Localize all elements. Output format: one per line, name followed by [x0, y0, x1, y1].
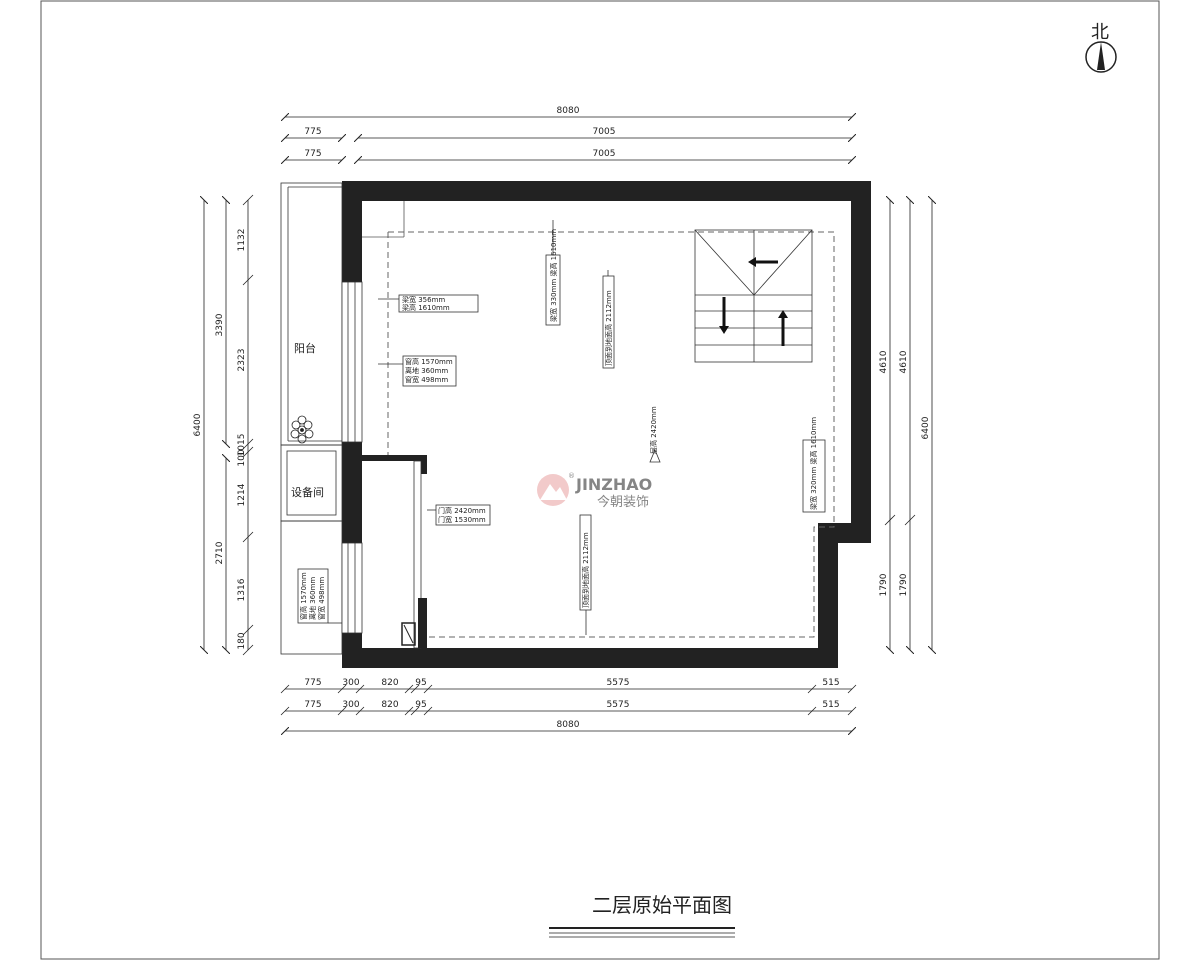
note-window-1-line1: 窗高 1570mm	[405, 357, 453, 366]
balcony	[280, 182, 343, 446]
note-box-height-2: 顶面到地面高 2112mm	[579, 514, 592, 611]
note-floor-height: 层高 2420mm	[649, 406, 661, 463]
note-height-1: 顶面到地面高 2112mm	[604, 290, 613, 366]
note-box-door: 门高 2420mm 门宽 1530mm	[435, 504, 491, 526]
plant-icon	[290, 415, 314, 444]
dim-bot-a5: 5575	[607, 678, 630, 688]
dim-left-b7: 180	[237, 632, 247, 649]
dim-bot-a4: 95	[415, 678, 426, 688]
building-walls	[342, 181, 871, 668]
note-box-height-1: 顶面到地面高 2112mm	[602, 275, 615, 369]
dim-bot-a2: 300	[342, 678, 359, 688]
drawing-title: 二层原始平面图	[592, 893, 732, 917]
title-underline	[549, 927, 735, 938]
watermark-registered: ®	[568, 472, 575, 480]
staircase	[694, 229, 813, 363]
leader-lines	[378, 220, 609, 635]
dimension-left	[204, 194, 254, 656]
sheet-border	[40, 0, 1160, 960]
note-beam-3: 梁宽 320mm 梁高 1610mm	[809, 417, 818, 510]
ceiling-dashed-outline	[387, 231, 835, 638]
dim-left-b5: 1214	[237, 483, 247, 506]
note-box-beam-1: 梁宽 356mm 梁高 1610mm	[398, 294, 479, 313]
north-label: 北	[1091, 22, 1109, 43]
dim-right-a2: 1790	[879, 573, 889, 596]
dim-left-b1: 1132	[237, 229, 247, 252]
equipment-room	[280, 444, 343, 522]
note-box-window-2: 窗高 1570mm 离地 360mm 窗宽 498mm	[297, 568, 329, 624]
note-box-beam-2: 梁宽 330mm 梁高 1610mm	[545, 229, 561, 326]
dim-top-total: 8080	[557, 106, 580, 116]
watermark-brand: JINZHAO	[575, 475, 652, 494]
dim-right-b1: 4610	[899, 350, 909, 373]
note-window-1-line2: 离地 360mm	[405, 366, 448, 375]
dim-bot-b4: 95	[415, 700, 426, 710]
dim-bot-b5: 5575	[607, 700, 630, 710]
dim-bot-b2: 300	[342, 700, 359, 710]
note-beam-2: 梁宽 330mm 梁高 1610mm	[549, 229, 558, 322]
note-door-line1: 门高 2420mm	[438, 506, 486, 515]
dim-top-b2: 7005	[593, 149, 616, 159]
note-door-line2: 门宽 1530mm	[438, 515, 486, 524]
stair-arrows	[719, 257, 788, 346]
note-window-2-line1: 窗高 1570mm	[299, 572, 308, 620]
inner-partition	[362, 455, 427, 649]
dim-right-a1: 4610	[879, 350, 889, 373]
note-window-2-line2: 离地 360mm	[308, 577, 317, 620]
dim-bot-a6: 515	[822, 678, 839, 688]
dim-left-a2: 2710	[215, 541, 225, 564]
dim-top-a1: 775	[304, 127, 321, 137]
note-box-window-1: 窗高 1570mm 离地 360mm 窗宽 498mm	[402, 355, 457, 387]
dim-left-b2: 2323	[237, 349, 247, 372]
dim-top-b1: 775	[304, 149, 321, 159]
dimension-top	[285, 117, 852, 160]
dim-bot-total: 8080	[557, 720, 580, 730]
north-arrow: 北	[1085, 22, 1117, 73]
note-beam-1-line2: 梁高 1610mm	[402, 303, 450, 312]
room-label-balcony: 阳台	[294, 341, 316, 355]
dim-bot-b1: 775	[304, 700, 321, 710]
dimension-right	[884, 200, 932, 650]
dim-right-total: 6400	[921, 416, 931, 439]
dim-bot-b3: 820	[381, 700, 398, 710]
dim-bot-b6: 515	[822, 700, 839, 710]
dim-left-b6: 1316	[237, 578, 247, 601]
window-left-lower	[341, 542, 363, 634]
dim-left-a1: 3390	[215, 313, 225, 336]
note-window-2-line3: 窗宽 498mm	[317, 577, 326, 620]
dim-bot-a1: 775	[304, 678, 321, 688]
window-left-upper	[341, 281, 363, 443]
note-floor-height-text: 层高 2420mm	[649, 406, 658, 454]
dim-left-b4: 100	[237, 449, 247, 466]
note-height-2: 顶面到地面高 2112mm	[581, 532, 590, 608]
note-window-1-line3: 窗宽 498mm	[405, 375, 448, 384]
note-beam-1-line1: 梁宽 356mm	[402, 295, 445, 304]
watermark-logo: ® JINZHAO 今朝装饰	[537, 472, 652, 510]
note-box-beam-3: 梁宽 320mm 梁高 1610mm	[802, 417, 826, 513]
dim-left-total: 6400	[193, 413, 203, 436]
room-label-equipment: 设备间	[291, 485, 324, 499]
dim-right-b2: 1790	[899, 573, 909, 596]
dim-left-b3: 1015	[237, 434, 247, 457]
watermark-cn: 今朝装饰	[597, 494, 649, 510]
dim-bot-a3: 820	[381, 678, 398, 688]
dim-top-a2: 7005	[593, 127, 616, 137]
dimension-bottom	[280, 684, 857, 731]
